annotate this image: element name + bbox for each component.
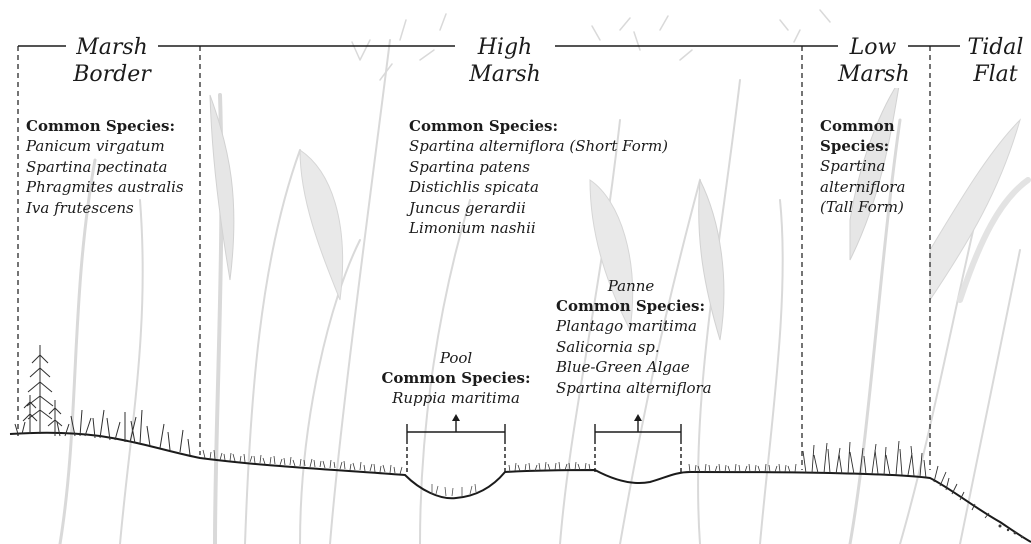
ground-profile-line [10,433,1031,542]
feature-title: Panne [556,276,706,296]
species-item: Juncus gerardii [409,198,668,219]
low-marsh-species-block: Common Species: Spartina alterniflora (T… [820,116,905,218]
species-item: Iva frutescens [26,198,184,219]
zone-title-line: Marsh [838,61,908,88]
zone-title-low-marsh: Low Marsh [838,34,908,88]
species-item: Plantago maritima [556,316,712,337]
species-item: Ruppia maritima [376,388,536,409]
species-item: Spartina pectinata [26,157,184,178]
species-item: Salicornia sp. [556,337,712,358]
species-item: Spartina patens [409,157,668,178]
zone-title-line: Border [66,61,158,88]
species-item: (Tall Form) [820,197,905,218]
species-header: Common Species: [376,368,536,388]
species-item: Spartina alterniflora (Short Form) [409,136,668,157]
tidal-flat-stones [999,525,1024,539]
zone-title-line: Tidal [960,34,1031,61]
high-marsh-species-block: Common Species: Spartina alterniflora (S… [409,116,668,239]
bracket-arrowheads [452,414,642,421]
zone-title-line: High [455,34,555,61]
species-item: Blue-Green Algae [556,357,712,378]
zone-title-line: Marsh [455,61,555,88]
species-item: Spartina [820,156,905,177]
zone-title-line: Flat [960,61,1031,88]
feature-title: Pool [376,348,536,368]
low-marsh-grass [803,441,989,518]
high-marsh-grass [203,450,796,474]
species-item: alterniflora [820,177,905,198]
species-item: Limonium nashii [409,218,668,239]
zone-title-line: Marsh [66,34,158,61]
species-item: Distichlis spicata [409,177,668,198]
pool-submerged-plants [432,484,476,496]
panne-species-block: Panne Common Species: Plantago maritima … [556,276,712,398]
species-header: Common Species: [409,116,668,136]
faded-vegetation-background [60,10,1028,544]
pool-panne-brackets [407,420,681,475]
species-header: Common [820,116,905,136]
species-header: Common Species: [556,296,712,316]
marsh-border-species-block: Common Species: Panicum virgatum Spartin… [26,116,184,218]
species-header: Common Species: [26,116,184,136]
zone-title-high-marsh: High Marsh [455,34,555,88]
pool-species-block: Pool Common Species: Ruppia maritima [376,348,536,409]
species-item: Panicum virgatum [26,136,184,157]
species-header: Species: [820,136,905,156]
species-item: Phragmites australis [26,177,184,198]
zone-title-tidal-flat: Tidal Flat [960,34,1031,88]
zone-title-line: Low [838,34,908,61]
marsh-border-vegetation [15,345,190,455]
zone-title-marsh-border: Marsh Border [66,34,158,88]
species-item: Spartina alterniflora [556,378,712,399]
